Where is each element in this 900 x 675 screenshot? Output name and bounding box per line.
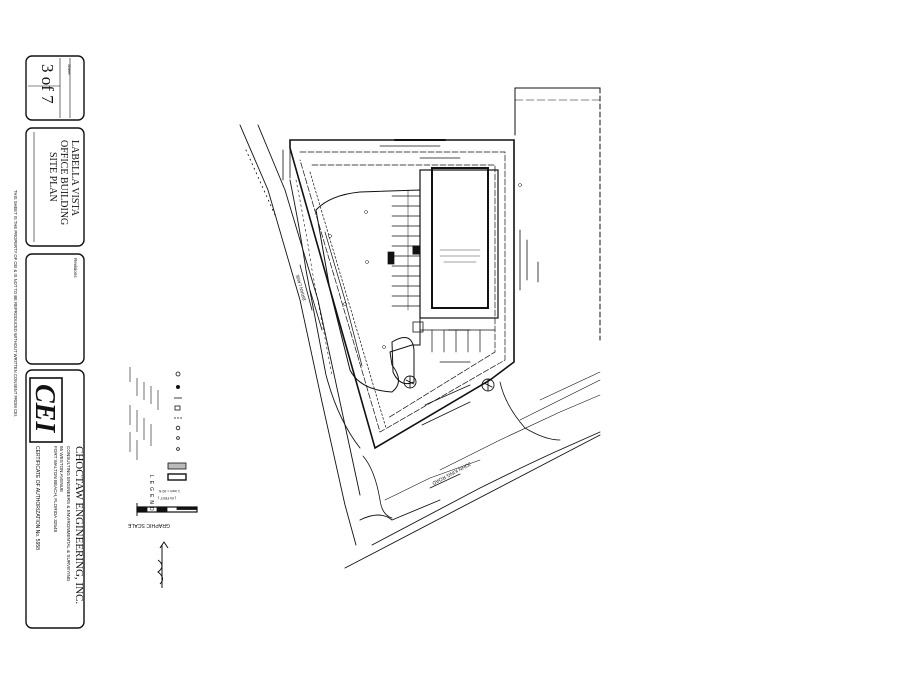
scale-ratio: 1 inch = 40 ft. (158, 489, 180, 493)
address-line2: FORT WALTON BEACH, FLORIDA 32548 (53, 446, 58, 532)
company-name: CHOCTAW ENGINEERING, INC. (73, 446, 85, 604)
office-building (412, 167, 499, 333)
south-road (344, 371, 601, 569)
west-road (239, 124, 361, 546)
company-services: CONSULTING ENGINEERS & ENVIRONMENTAL & S… (66, 446, 71, 582)
property-notice: THIS SHEET IS THE PROPERTY OF CEI & IS N… (13, 190, 18, 417)
setback-lines (299, 151, 506, 433)
legend-rows (129, 367, 187, 481)
adjacent-parcel-lines (514, 87, 601, 341)
sheet-title: SITE PLAN (47, 152, 58, 202)
sheet-label: Sheet: (67, 64, 72, 76)
project-line1: LABELLA VISTA (69, 140, 80, 217)
landscape-island (391, 337, 415, 385)
tree-icon (403, 375, 495, 392)
legend: LEGEND (127, 367, 198, 588)
site-drawing (239, 87, 601, 569)
graphic-scale (136, 503, 198, 516)
project-title-box (25, 127, 85, 247)
parking-stalls (387, 189, 496, 353)
cei-logo: CEI (29, 377, 63, 443)
title-block (25, 55, 85, 629)
property-boundary (289, 139, 515, 450)
north-arrow-icon (157, 541, 169, 588)
scale-note: ( IN FEET ) (158, 496, 176, 500)
legend-heading: LEGEND (148, 475, 154, 514)
sheet-info-box (25, 55, 85, 121)
revisions-box (25, 253, 85, 365)
certificate: CERTIFICATE OF AUTHORIZATION No. 5958 (34, 446, 40, 550)
revisions-heading: Revisions (73, 258, 78, 278)
parking-lot (315, 189, 421, 393)
graphic-scale-label: GRAPHIC SCALE (127, 522, 170, 528)
plan-annotations (282, 139, 539, 489)
sheet-number: 3 of 7 (38, 64, 57, 104)
company-box (25, 369, 85, 629)
logo-text: CEI (29, 384, 60, 433)
address-line1: 55 WESTON AVENUE (59, 446, 64, 492)
project-line2: OFFICE BUILDING (58, 140, 69, 225)
